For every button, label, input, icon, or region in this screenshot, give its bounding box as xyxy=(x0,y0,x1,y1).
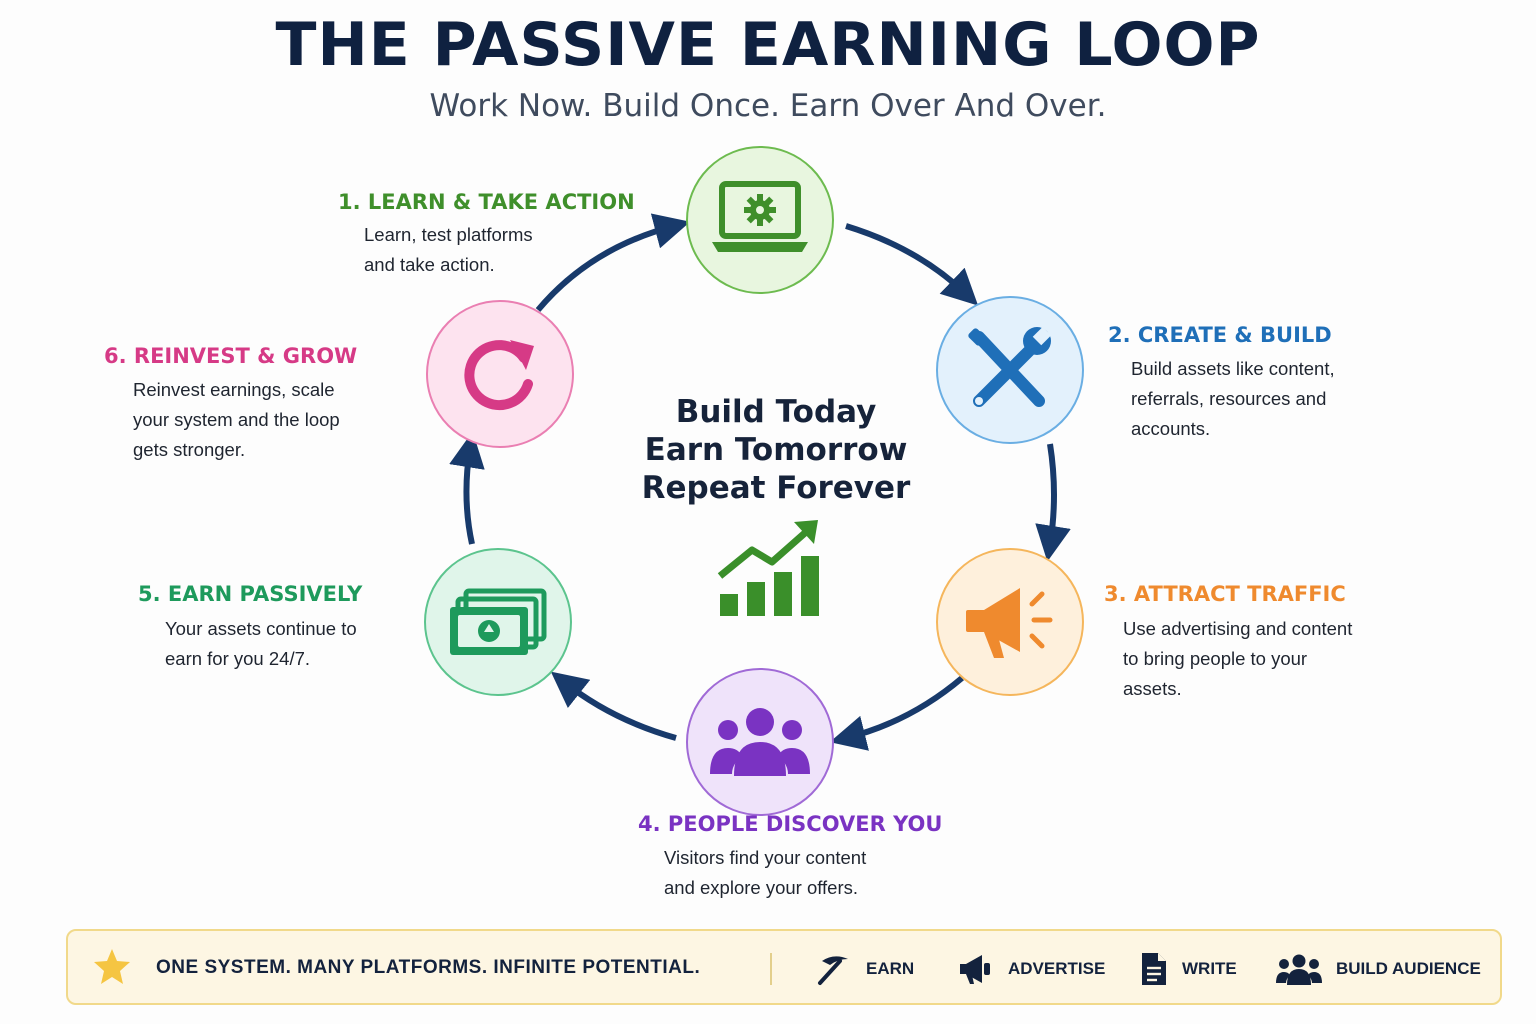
money-icon xyxy=(450,588,547,655)
arrow-4-to-5 xyxy=(550,671,677,741)
step-1-circle xyxy=(686,146,834,294)
step-3-circle xyxy=(936,548,1084,696)
step-3-title: 3. ATTRACT TRAFFIC xyxy=(1104,582,1346,606)
people-icon xyxy=(710,708,810,776)
banner-divider xyxy=(770,953,772,985)
step-6-circle xyxy=(426,300,574,448)
banner-label-earn: EARN xyxy=(866,959,915,978)
step-4-circle xyxy=(686,668,834,816)
page-title: THE PASSIVE EARNING LOOP xyxy=(275,10,1261,80)
banner-label-build-audience: BUILD AUDIENCE xyxy=(1336,959,1481,978)
arrow-3-to-4 xyxy=(829,675,964,751)
step-2-title: 2. CREATE & BUILD xyxy=(1108,323,1332,347)
banner-item-advertise: ADVERTISE xyxy=(956,947,1105,991)
banner-item-build-audience: BUILD AUDIENCE xyxy=(1276,947,1481,991)
megaphone-icon xyxy=(966,588,1053,658)
star-icon xyxy=(94,949,130,984)
banner-item-write: WRITE xyxy=(1140,947,1237,991)
page-subtitle: Work Now. Build Once. Earn Over And Over… xyxy=(429,88,1107,124)
step-5-circle xyxy=(424,548,572,696)
megaphone-icon xyxy=(960,955,990,984)
banner-item-earn: EARN xyxy=(816,947,914,991)
arrow-6-to-1 xyxy=(535,213,691,312)
arrow-1-to-2 xyxy=(845,223,979,306)
growth-chart-icon xyxy=(717,520,819,616)
step-1-title: 1. LEARN & TAKE ACTION xyxy=(338,190,635,214)
center-slogan: Build Today Earn Tomorrow Repeat Forever xyxy=(641,394,911,506)
banner-tagline: ONE SYSTEM. MANY PLATFORMS. INFINITE POT… xyxy=(156,957,701,978)
step-2-desc: Build assets like content,referrals, res… xyxy=(1131,358,1335,439)
step-2-circle xyxy=(936,296,1084,444)
step-4-title: 4. PEOPLE DISCOVER YOU xyxy=(638,812,943,836)
bottom-banner: ONE SYSTEM. MANY PLATFORMS. INFINITE POT… xyxy=(66,929,1502,1005)
step-5-title: 5. EARN PASSIVELY xyxy=(138,582,363,606)
banner-label-write: WRITE xyxy=(1182,959,1237,978)
step-6-title: 6. REINVEST & GROW xyxy=(104,344,358,368)
tools-icon xyxy=(968,326,1052,407)
pickaxe-icon xyxy=(818,956,848,985)
laptop-gear-icon xyxy=(712,181,808,252)
arrow-2-to-3 xyxy=(1035,443,1071,562)
arrow-5-to-6 xyxy=(449,431,485,545)
refresh-icon xyxy=(464,340,534,411)
audience-icon xyxy=(1276,954,1322,985)
document-icon xyxy=(1142,953,1166,985)
banner-label-advertise: ADVERTISE xyxy=(1008,959,1106,978)
